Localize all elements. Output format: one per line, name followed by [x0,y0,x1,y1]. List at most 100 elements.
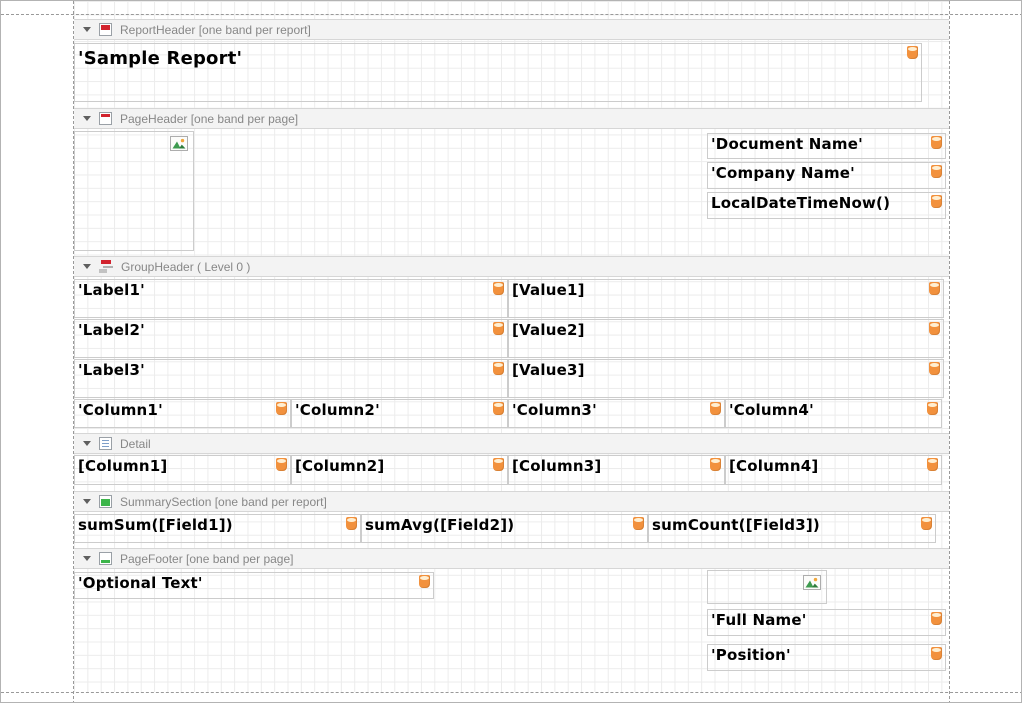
field-binding-icon [907,46,918,59]
bottom-margin-guide[interactable] [1,692,1021,693]
label-text: [Column2] [295,457,385,475]
picture-box-signature[interactable] [707,570,827,604]
label-control-label3[interactable]: 'Label3' [74,359,508,398]
top-margin-guide[interactable] [1,14,1021,15]
label-control-column1-header[interactable]: 'Column1' [74,399,291,428]
label-text: 'Column2' [295,401,380,419]
band-strip-summary-section[interactable]: SummarySection [one band per report] [74,491,949,512]
label-text: [Column3] [512,457,602,475]
field-binding-icon [931,612,942,625]
label-control-column4-field[interactable]: [Column4] [725,455,942,485]
label-text: 'Column1' [78,401,163,419]
field-binding-icon [493,322,504,335]
field-binding-icon [493,402,504,415]
band-label: ReportHeader [one band per report] [120,22,311,37]
field-binding-icon [931,165,942,178]
field-binding-icon [346,517,357,530]
field-binding-icon [493,458,504,471]
label-control-column3-field[interactable]: [Column3] [508,455,725,485]
label-control-report-title[interactable]: 'Sample Report' [74,43,922,102]
label-control-column2-field[interactable]: [Column2] [291,455,508,485]
band-strip-group-header[interactable]: GroupHeader ( Level 0 ) [74,256,949,277]
collapse-arrow-icon[interactable] [83,499,91,504]
field-binding-icon [931,195,942,208]
label-control-position[interactable]: 'Position' [707,644,946,671]
label-control-column2-header[interactable]: 'Column2' [291,399,508,428]
band-strip-page-header[interactable]: PageHeader [one band per page] [74,108,949,129]
collapse-arrow-icon[interactable] [83,556,91,561]
label-control-column1-field[interactable]: [Column1] [74,455,291,485]
label-control-value1[interactable]: [Value1] [508,279,944,318]
label-text: [Value1] [512,281,585,299]
label-text: 'Column4' [729,401,814,419]
label-control-sum-count[interactable]: sumCount([Field3]) [648,514,936,543]
band-strip-report-header[interactable]: ReportHeader [one band per report] [74,19,949,40]
field-binding-icon [929,282,940,295]
image-placeholder-icon [803,575,821,590]
label-text: [Column4] [729,457,819,475]
label-text: [Value3] [512,361,585,379]
summary-section-band-icon [99,495,112,508]
field-binding-icon [927,458,938,471]
label-text: 'Document Name' [711,135,863,153]
label-control-document-name[interactable]: 'Document Name' [707,133,946,159]
field-binding-icon [710,458,721,471]
field-binding-icon [927,402,938,415]
collapse-arrow-icon[interactable] [83,27,91,32]
label-text: [Value2] [512,321,585,339]
field-binding-icon [493,362,504,375]
band-label: GroupHeader ( Level 0 ) [121,259,251,274]
label-control-label1[interactable]: 'Label1' [74,279,508,318]
label-text: sumSum([Field1]) [78,516,233,534]
report-header-band-icon [99,23,112,36]
label-control-column3-header[interactable]: 'Column3' [508,399,725,428]
label-text: LocalDateTimeNow() [711,194,891,212]
field-binding-icon [710,402,721,415]
label-control-company-name[interactable]: 'Company Name' [707,162,946,189]
label-text: 'Label2' [78,321,145,339]
label-text: 'Sample Report' [78,48,243,69]
label-control-optional-text[interactable]: 'Optional Text' [74,572,434,599]
band-strip-page-footer[interactable]: PageFooter [one band per page] [74,548,949,569]
label-text: 'Full Name' [711,611,807,629]
field-binding-icon [929,362,940,375]
left-margin-guide[interactable] [73,1,74,702]
label-text: 'Optional Text' [78,574,203,592]
collapse-arrow-icon[interactable] [83,116,91,121]
label-control-sum-sum[interactable]: sumSum([Field1]) [74,514,361,543]
label-text: sumAvg([Field2]) [365,516,515,534]
picture-box-logo[interactable] [74,131,194,251]
field-binding-icon [931,136,942,149]
label-control-full-name[interactable]: 'Full Name' [707,609,946,636]
label-control-column4-header[interactable]: 'Column4' [725,399,942,428]
label-text: 'Label3' [78,361,145,379]
label-control-sum-avg[interactable]: sumAvg([Field2]) [361,514,648,543]
band-label: PageHeader [one band per page] [120,111,299,126]
band-strip-detail[interactable]: Detail [74,433,949,454]
label-text: 'Label1' [78,281,145,299]
label-text: 'Column3' [512,401,597,419]
collapse-arrow-icon[interactable] [83,441,91,446]
field-binding-icon [419,575,430,588]
field-binding-icon [633,517,644,530]
collapse-arrow-icon[interactable] [83,264,91,269]
detail-band-icon [99,437,112,450]
image-placeholder-icon [170,136,188,151]
label-text: 'Position' [711,646,791,664]
band-label: PageFooter [one band per page] [120,551,294,566]
label-text: 'Company Name' [711,164,855,182]
label-control-value3[interactable]: [Value3] [508,359,944,398]
page-header-band-icon [99,112,112,125]
label-text: sumCount([Field3]) [652,516,820,534]
right-margin-guide[interactable] [949,1,950,702]
field-binding-icon [276,458,287,471]
page-footer-band-icon [99,552,112,565]
label-control-value2[interactable]: [Value2] [508,319,944,358]
group-header-band-icon [99,260,113,273]
label-control-datetime-expression[interactable]: LocalDateTimeNow() [707,192,946,219]
field-binding-icon [276,402,287,415]
field-binding-icon [931,647,942,660]
label-control-label2[interactable]: 'Label2' [74,319,508,358]
field-binding-icon [929,322,940,335]
